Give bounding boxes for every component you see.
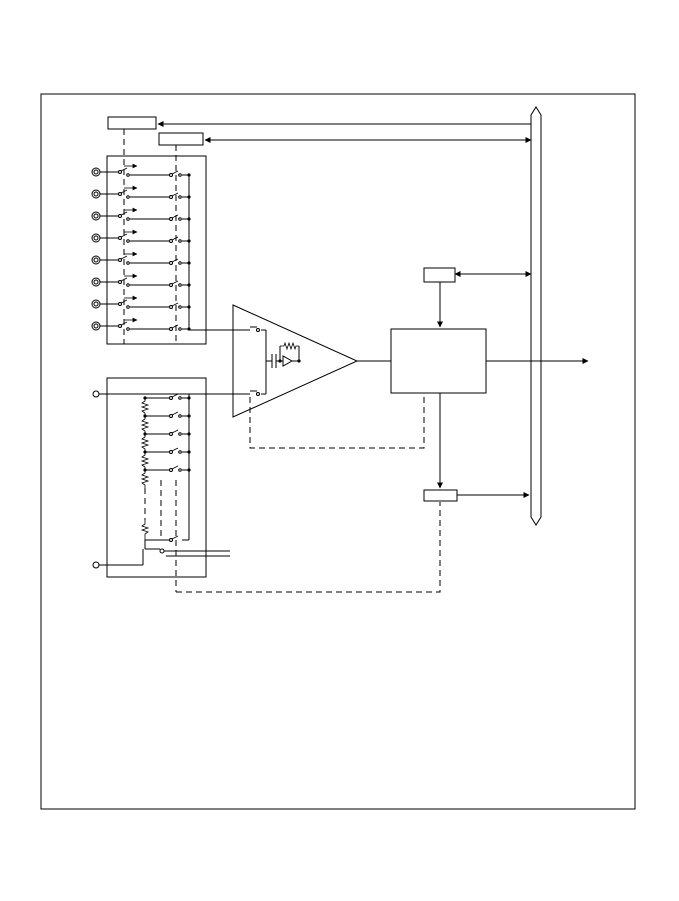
analog-input-channel — [91, 251, 191, 265]
diagram-frame — [40, 93, 636, 810]
switch-icon — [118, 324, 122, 328]
resistor-ladder — [140, 393, 191, 549]
switch-icon — [169, 305, 173, 309]
reference-ladder — [106, 377, 207, 578]
resistor-icon — [140, 452, 150, 470]
analog-input-channel — [91, 185, 191, 199]
resistor-icon — [140, 434, 150, 452]
successive-approximation-register — [390, 328, 487, 394]
analog-input-channel — [91, 163, 191, 177]
switch-icon — [169, 468, 173, 472]
switch-icon — [118, 302, 122, 306]
analog-input-channel — [91, 295, 191, 309]
switch-icon — [169, 538, 173, 542]
switch-icon — [169, 261, 173, 265]
switch-icon — [169, 239, 173, 243]
control-status-register — [423, 267, 456, 283]
timing-control-path-lower — [176, 502, 441, 593]
analog-input-channels — [91, 163, 191, 331]
analog-input-channel — [91, 207, 191, 221]
analog-input-channel — [91, 229, 191, 243]
switch-icon — [169, 396, 173, 400]
switch-icon — [118, 214, 122, 218]
switch-icon — [169, 195, 173, 199]
switch-icon — [118, 258, 122, 262]
switch-icon — [169, 173, 173, 177]
analog-input-channel — [91, 273, 191, 287]
feedback-resistor-icon — [280, 341, 299, 351]
analog-input-channel — [91, 317, 191, 331]
switch-icon — [169, 450, 173, 454]
resistor-icon — [140, 416, 150, 434]
channel-select-register — [107, 116, 157, 130]
switch-icon — [118, 170, 122, 174]
resistor-icon — [140, 520, 150, 540]
resistor-icon — [140, 398, 150, 416]
switch-icon — [169, 414, 173, 418]
switch-icon — [169, 327, 173, 331]
switch-icon — [169, 283, 173, 287]
switch-icon — [169, 217, 173, 221]
system-bus — [530, 106, 542, 526]
amplifier-icon — [282, 355, 294, 367]
reference-input-terminal-icon — [92, 390, 100, 398]
switch-icon — [118, 236, 122, 240]
ground-input-terminal-icon — [92, 561, 100, 569]
timing-control-path-upper — [249, 394, 425, 449]
mux-control-register — [158, 132, 204, 146]
resistor-icon — [140, 470, 150, 488]
result-register — [423, 489, 458, 502]
analog-multiplexer — [106, 155, 207, 345]
switch-icon — [118, 280, 122, 284]
switch-icon — [169, 432, 173, 436]
switch-icon — [118, 192, 122, 196]
